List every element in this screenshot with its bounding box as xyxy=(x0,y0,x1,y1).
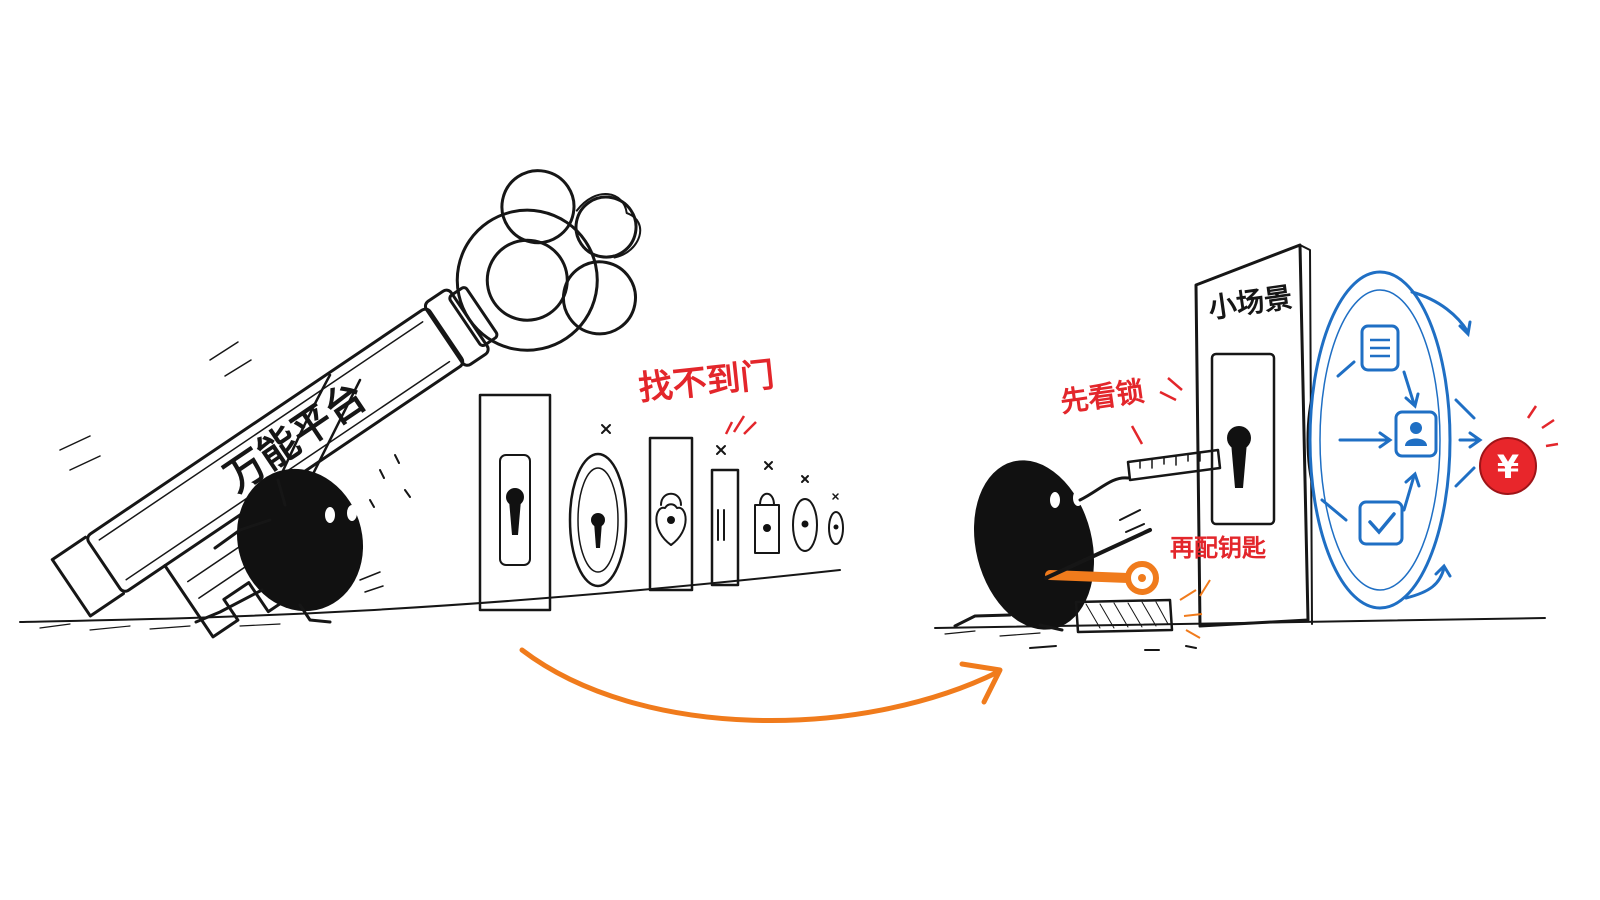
workflow-diagram xyxy=(1308,270,1483,610)
coin-symbol: ¥ xyxy=(1497,448,1519,486)
craft-label: 再配钥匙 xyxy=(1170,534,1267,562)
orange-key-icon xyxy=(1045,561,1159,595)
door-4 xyxy=(710,445,740,587)
caption-accent-lines xyxy=(724,415,757,435)
key-bow xyxy=(455,169,642,352)
user-icon xyxy=(1394,410,1438,458)
left-ground-hatch xyxy=(39,623,281,631)
file-tool xyxy=(1044,528,1152,580)
door-6 xyxy=(792,475,818,552)
document-icon xyxy=(1360,324,1400,372)
left-panel: 万能平台 xyxy=(19,169,844,639)
door-7 xyxy=(828,493,844,545)
measure-label: 先看锁 xyxy=(1058,375,1146,419)
yuan-coin-icon: ¥ xyxy=(1479,405,1559,495)
ruler-icon xyxy=(1126,448,1222,482)
heart-lock-icon xyxy=(655,492,687,546)
door-label: 小场景 xyxy=(1206,281,1294,325)
left-ground-line xyxy=(19,569,841,623)
padlock-icon xyxy=(754,461,780,554)
right-ground-line xyxy=(934,617,1546,629)
curved-arrow-icon xyxy=(519,647,1003,723)
door-2 xyxy=(568,424,628,588)
checkmark-icon xyxy=(1358,500,1404,546)
keyhole-icon xyxy=(506,488,524,535)
door-row xyxy=(478,393,844,612)
right-panel: 小场景 xyxy=(934,243,1559,651)
door-1 xyxy=(478,393,552,612)
right-character xyxy=(953,460,1145,632)
door-3 xyxy=(648,436,694,592)
left-character xyxy=(59,341,411,624)
work-block xyxy=(1074,579,1211,639)
keyhole-icon xyxy=(1227,426,1251,488)
doors-caption: 找不到门 xyxy=(637,355,776,409)
scene-door: 小场景 xyxy=(1194,243,1313,628)
